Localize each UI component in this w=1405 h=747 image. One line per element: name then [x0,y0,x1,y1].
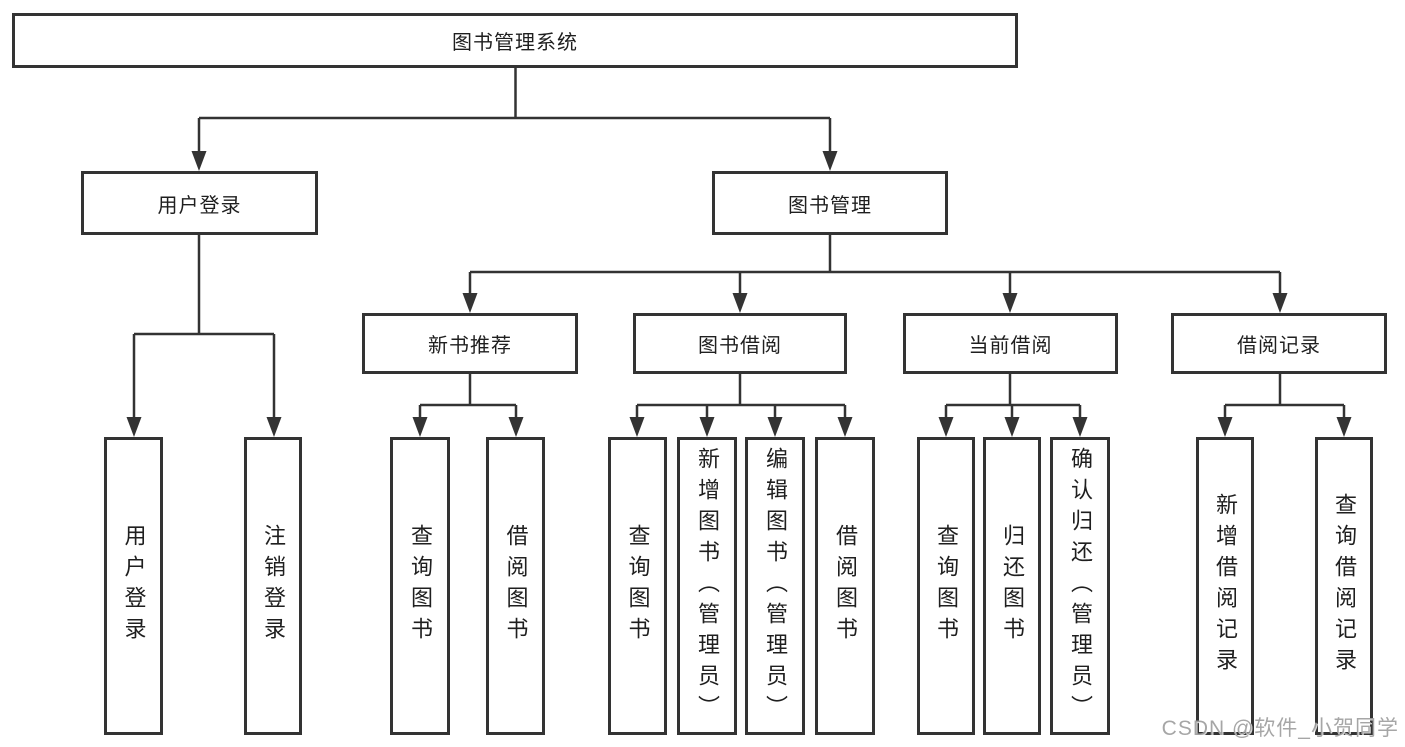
leaf-query-books-borrowing: 查询图书 [608,437,667,735]
node-label: 图书管理 [788,194,872,217]
arrow-down-icon [126,417,142,437]
arrow-down-icon [732,293,748,313]
node-label: 查询图书 [934,524,959,648]
node-label: 新增借阅记录 [1213,493,1238,679]
leaf-confirm-return-admin: 确认归还（管理员） [1050,437,1110,735]
leaf-user-login: 用户登录 [104,437,163,735]
arrow-down-icon [412,417,428,437]
arrow-down-icon [1272,293,1288,313]
arrow-down-icon [837,417,853,437]
leaf-return-books: 归还图书 [983,437,1041,735]
leaf-add-borrow-record: 新增借阅记录 [1196,437,1254,735]
connector-borrowing-to-leaves [635,374,847,419]
connector-current-to-leaves [944,374,1082,419]
node-label: 当前借阅 [968,335,1053,357]
leaf-query-books-recommend: 查询图书 [390,437,450,735]
arrow-down-icon [822,151,838,171]
connector-root-to-level2 [197,68,832,153]
node-label: 确认归还（管理员） [1068,446,1093,726]
node-label: 注销登录 [261,524,286,648]
leaf-edit-book-admin: 编辑图书（管理员） [745,437,805,735]
node-book-management: 图书管理 [712,171,948,235]
node-label: 查询借阅记录 [1332,493,1357,679]
node-label: 新增图书（管理员） [695,446,720,726]
node-label: 编辑图书（管理员） [763,446,788,726]
leaf-query-borrow-record: 查询借阅记录 [1315,437,1373,735]
arrow-down-icon [767,417,783,437]
node-label: 查询图书 [408,524,433,648]
arrow-down-icon [938,417,954,437]
leaf-borrow-books: 借阅图书 [815,437,875,735]
node-root-library-system: 图书管理系统 [12,13,1018,68]
arrowhead-icons [126,151,1352,437]
node-label: 借阅记录 [1237,335,1321,357]
node-label: 图书管理系统 [452,32,578,54]
node-user-login: 用户登录 [81,171,318,235]
leaf-query-books-current: 查询图书 [917,437,975,735]
node-label: 归还图书 [1000,524,1025,648]
node-label: 借阅图书 [833,524,858,648]
arrow-down-icon [629,417,645,437]
node-label: 查询图书 [625,524,651,648]
arrow-down-icon [266,417,282,437]
node-current-borrowing: 当前借阅 [903,313,1118,374]
connector-records-to-leaves [1223,374,1346,419]
node-book-borrowing: 图书借阅 [633,313,847,374]
leaf-logout: 注销登录 [244,437,302,735]
node-label: 用户登录 [121,524,147,648]
connector-user-login-to-leaves [132,235,276,419]
arrow-down-icon [191,151,207,171]
node-label: 新书推荐 [428,335,512,357]
leaf-add-book-admin: 新增图书（管理员） [677,437,737,735]
arrow-down-icon [1004,417,1020,437]
node-borrowing-records: 借阅记录 [1171,313,1387,374]
arrow-down-icon [1336,417,1352,437]
csdn-watermark: CSDN @软件_小贺同学 [1161,717,1399,740]
arrow-down-icon [1002,293,1018,313]
node-new-book-recommend: 新书推荐 [362,313,578,374]
arrow-down-icon [699,417,715,437]
node-label: 借阅图书 [503,524,529,648]
arrow-down-icon [508,417,524,437]
arrow-down-icon [462,293,478,313]
arrow-down-icon [1217,417,1233,437]
leaf-borrow-books-recommend: 借阅图书 [486,437,545,735]
arrow-down-icon [1072,417,1088,437]
node-label: 用户登录 [157,194,242,217]
node-label: 图书借阅 [698,335,782,357]
connector-book-management-to-level3 [468,235,1282,295]
connector-new-book-to-leaves [418,374,518,419]
